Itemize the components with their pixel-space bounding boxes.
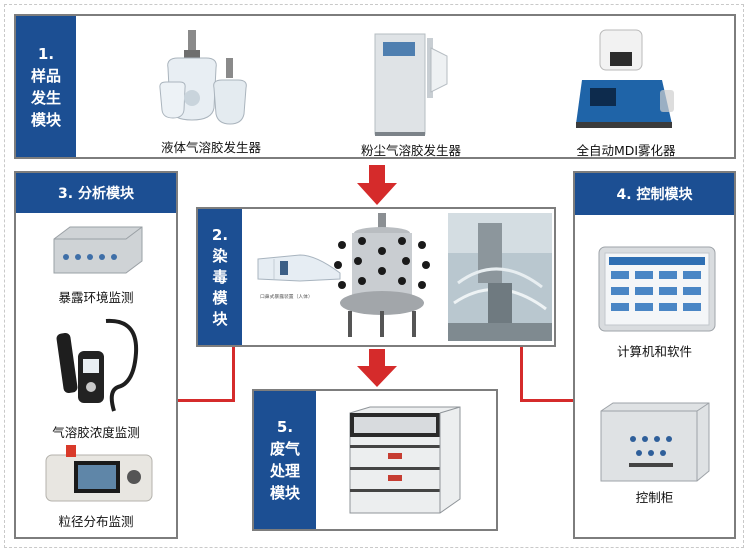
module-1-tag-line: 样品 (30, 66, 61, 85)
particle-size-distribution-monitor-label: 粒径分布监测 (58, 514, 134, 529)
module-2-tag-line: 染 (212, 246, 228, 265)
module-2-tag-line: 块 (212, 309, 228, 328)
module-1-sample-generation: 1. 样品 发生 模块 液体气溶胶发生器 粉尘气溶胶发生器 全自动MDI雾化器 (14, 14, 736, 159)
module-5-tag-line: 模块 (269, 484, 300, 502)
arrow-down-icon (357, 349, 397, 387)
module-2-tag-line: 模 (212, 288, 228, 307)
module-5-tag-line: 废气 (269, 440, 300, 458)
connector-right-vertical (520, 345, 523, 402)
module-1-tag-line: 模块 (30, 110, 61, 129)
module-1-tag: 1. 样品 发生 模块 (16, 16, 76, 157)
liquid-aerosol-generator-image (159, 30, 247, 125)
module-5-tag: 5. 废气 处理 模块 (254, 391, 316, 529)
connector-right-horizontal (520, 399, 575, 402)
computer-software-label: 计算机和软件 (616, 344, 692, 359)
lab-setup-photo (448, 213, 552, 341)
module-2-tag-line: 2. (211, 225, 229, 244)
outer-dashed-frame (4, 4, 744, 548)
computer-software-image (598, 246, 716, 332)
module-4-tag: 4. 控制模块 (575, 173, 734, 215)
module-2-tag-line: 毒 (212, 267, 228, 286)
dust-aerosol-generator-image (374, 33, 448, 136)
control-cabinet-label: 控制柜 (635, 490, 674, 505)
module-1-tag-line: 发生 (30, 88, 61, 107)
connector-left-vertical (232, 345, 235, 402)
exhaust-treatment-unit-image (349, 406, 461, 514)
mdi-nebulizer-label: 全自动MDI雾化器 (576, 143, 676, 158)
exposure-tower-image (334, 213, 430, 337)
module-5-exhaust-treatment: 5. 废气 处理 模块 (252, 389, 498, 531)
arrow-down-icon (357, 165, 397, 205)
aerosol-concentration-monitor-label: 气溶胶浓度监测 (52, 425, 140, 440)
module-5-tag-line: 5. (276, 418, 294, 436)
module-3-analysis: 3. 分析模块 暴露环境监测 气溶胶浓度监测 粒径分布监测 (14, 171, 178, 539)
connector-left-horizontal (177, 399, 235, 402)
module-3-tag: 3. 分析模块 (16, 173, 176, 213)
module-2-tag: 2. 染 毒 模 块 (198, 209, 242, 345)
module-1-tag-line: 1. (37, 44, 55, 63)
mdi-nebulizer-image (576, 29, 674, 128)
particle-size-distribution-monitor-image (45, 445, 153, 502)
nose-only-holder-image (257, 254, 341, 282)
exposure-environment-monitor-image (53, 226, 143, 274)
dust-aerosol-generator-label: 粉尘气溶胶发生器 (360, 143, 461, 158)
module-2-exposure: 2. 染 毒 模 块 口鼻式暴露装置（人体） (196, 207, 556, 347)
liquid-aerosol-generator-label: 液体气溶胶发生器 (160, 140, 261, 155)
aerosol-concentration-monitor-image (56, 318, 139, 412)
control-cabinet-image (600, 402, 710, 482)
nose-only-holder-caption: 口鼻式暴露装置（人体） (260, 295, 313, 300)
exposure-environment-monitor-label: 暴露环境监测 (58, 290, 134, 305)
module-4-control: 4. 控制模块 计算机和软件 控制柜 (573, 171, 736, 539)
module-5-tag-line: 处理 (269, 462, 300, 480)
